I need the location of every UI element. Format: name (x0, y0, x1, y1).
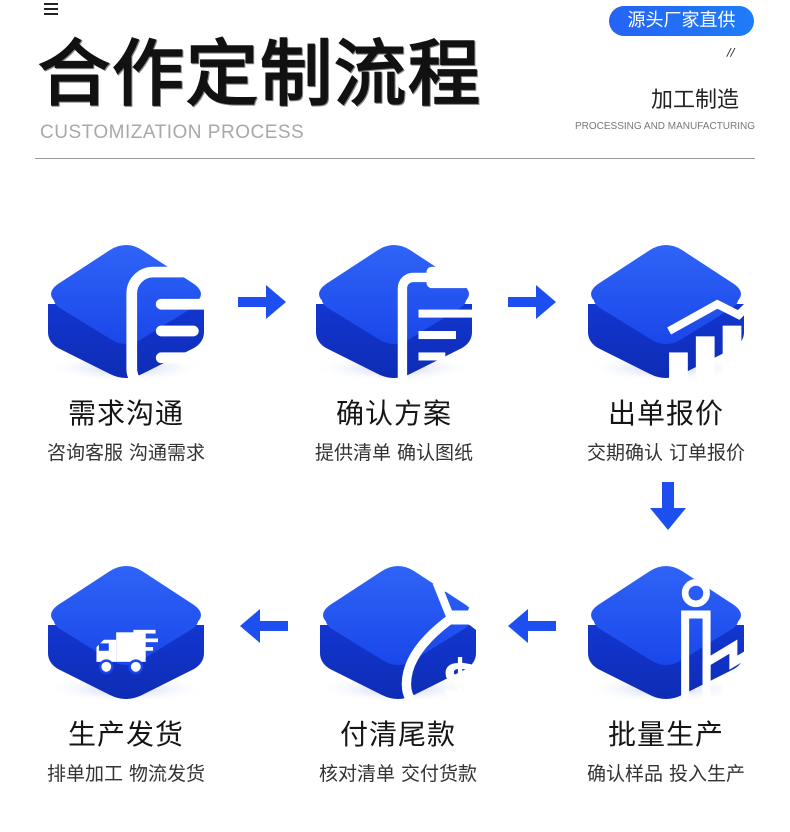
delivery-truck-icon (96, 629, 158, 675)
page-subtitle-en: CUSTOMIZATION PROCESS (40, 122, 305, 143)
arrow-right-icon (238, 285, 286, 319)
step-desc: 咨询客服 沟通需求 (46, 442, 206, 464)
tile (578, 553, 790, 719)
tile (38, 232, 250, 396)
tile (38, 553, 214, 703)
step-title: 生产发货 (67, 718, 184, 751)
money-bag-icon: $ (401, 583, 519, 721)
step-desc: 核对清单 交付货款 (318, 763, 478, 785)
step-desc: 排单加工 物流发货 (46, 763, 206, 785)
step-title: 确认方案 (335, 397, 452, 430)
clipboard-edit-icon (397, 266, 523, 400)
step-title: 批量生产 (607, 718, 724, 751)
tile (578, 232, 790, 396)
source-factory-badge: 源头厂家直供 (609, 6, 754, 36)
processing-label: 加工制造 (651, 88, 740, 113)
step-desc: 交期确认 订单报价 (586, 442, 746, 464)
svg-text:$: $ (441, 648, 478, 711)
step-title: 出单报价 (607, 397, 724, 430)
step-desc: 提供清单 确认图纸 (314, 442, 474, 464)
step-desc: 确认样品 投入生产 (586, 763, 746, 785)
arrow-down-icon (650, 482, 686, 530)
factory-icon (663, 579, 790, 719)
arrow-left-icon (240, 609, 288, 643)
document-list-icon (126, 266, 250, 396)
arrow-left-icon (508, 609, 556, 643)
arrow-right-icon (508, 285, 556, 319)
bar-chart-growth-icon (667, 261, 790, 396)
menu-icon[interactable] (44, 3, 58, 18)
processing-label-en: PROCESSING AND MANUFACTURING (575, 121, 756, 132)
slash-decoration: // (727, 46, 735, 59)
divider (35, 158, 755, 159)
step-title: 付清尾款 (339, 718, 456, 751)
tile (306, 232, 523, 400)
step-title: 需求沟通 (67, 397, 184, 430)
page-title: 合作定制流程 (38, 32, 483, 116)
tile: $ (310, 553, 519, 721)
